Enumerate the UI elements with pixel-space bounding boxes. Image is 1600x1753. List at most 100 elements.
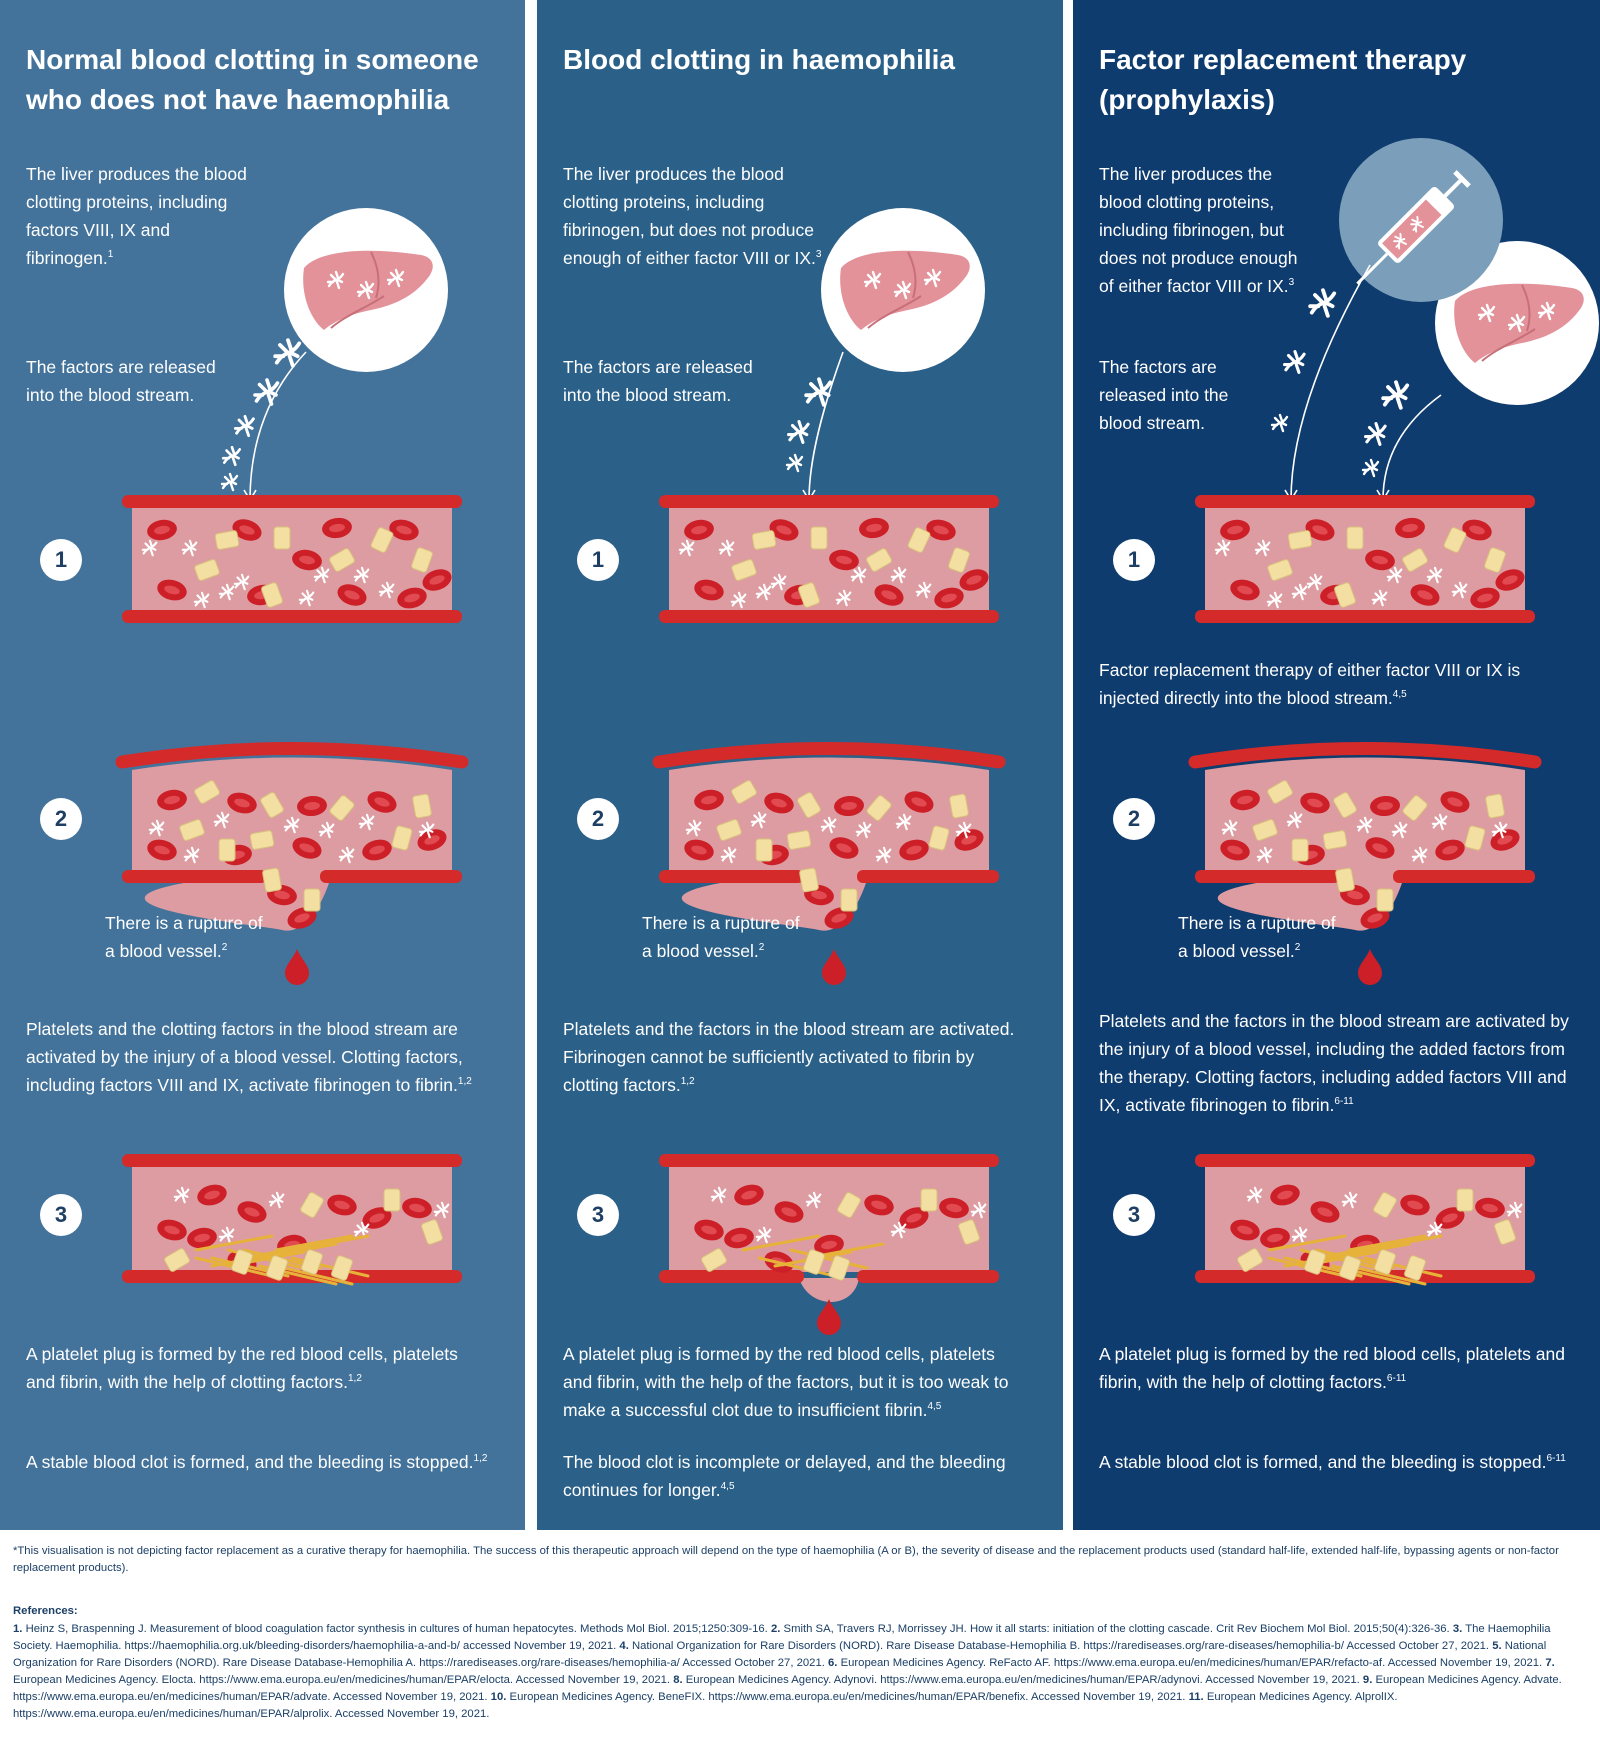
ref-text: European Medicines Agency. AlprolIX. htt… [13,1691,1398,1720]
rupture-text: There is a rupture of a blood vessel.2 [642,913,800,961]
platelet-icon [194,559,220,581]
clotting-factor-icon [923,268,942,288]
red-blood-cell-icon [824,907,854,929]
clotting-factor-icon [1356,816,1373,834]
red-blood-cell-icon [1365,837,1395,859]
clotting-factor-icon [1254,539,1271,557]
step-3-badge: 3 [1113,1194,1155,1236]
red-blood-cell-icon [1440,791,1470,813]
clotting-factor-icon [1506,1201,1523,1219]
platelet-icon [1333,792,1357,818]
clotting-factor-icon [915,581,932,599]
red-blood-cell-icon [734,1184,764,1206]
blood-drop-icon [285,949,309,985]
vessel-wall-bottom-left [659,870,804,883]
clotting-factor-icon [1431,813,1448,831]
clotting-factor-icon [804,377,833,407]
clotting-factor-icon [875,846,892,864]
clotting-factor-icon [1507,313,1526,333]
red-blood-cell-icon [1230,1219,1260,1241]
clotting-factor-icon [850,566,867,584]
red-blood-cell-icon [904,791,934,813]
clotting-factor-icon [433,1201,450,1219]
platelet-icon [716,819,742,841]
platelet-icon [731,559,757,581]
red-blood-cell-icon [1410,584,1440,606]
release-arrow [1290,264,1371,501]
ref-text: European Medicines Agency. ReFacto AF. h… [840,1657,1543,1669]
fibrin-strand-icon [1347,1234,1427,1252]
platelet-icon [273,526,291,550]
clotting-factor-icon [213,811,230,829]
red-blood-cell-icon [1395,517,1425,539]
ref-number: 9. [1362,1674,1373,1686]
red-blood-cell-icon [1360,907,1390,929]
red-blood-cell-icon [1270,1184,1300,1206]
platelet-icon [1267,780,1293,804]
column-replacement-therapy: Factor replacement therapy (prophylaxis)… [1073,0,1600,1530]
clotting-factor-icon [181,539,198,557]
clotting-factor-icon [895,813,912,831]
release-text: The factors are released into the blood … [1099,357,1229,433]
red-blood-cell-icon [1310,1201,1340,1223]
release-arrow [808,351,844,501]
vessel-wall-top [122,495,462,508]
column-title: Normal blood clotting in someone who doe… [26,44,479,115]
rupture-text: There is a rupture of a blood vessel.2 [105,913,263,961]
red-blood-cell-icon [1300,792,1330,814]
platelet-icon [949,793,969,819]
red-blood-cell-icon [417,829,447,851]
step-1-badge: 1 [40,539,82,581]
clotting-factor-icon [685,819,702,837]
clotting-factor-icon [678,539,695,557]
platelet-icon [1252,819,1278,841]
release-arrow [249,351,307,501]
clotting-factor-icon [890,566,907,584]
platelet-icon [920,1188,938,1212]
red-blood-cell-icon [327,1194,357,1216]
clotting-factor-icon [356,280,375,300]
platelet-icon [1404,1255,1426,1281]
clotting-factor-icon [193,591,210,609]
column-illustration [115,208,469,1286]
outcome-text: The blood clot is incomplete or delayed,… [563,1452,1006,1500]
platelet-icon [1287,530,1313,550]
clotting-factor-icon [1410,215,1424,233]
clotting-factor-icon [755,583,772,601]
platelet-icon [907,527,931,553]
plug-text: A platelet plug is formed by the red blo… [1099,1344,1565,1392]
platelet-icon [218,838,236,862]
red-blood-cell-icon [769,519,799,541]
platelet-icon [1456,1188,1474,1212]
red-blood-cell-icon [402,1197,432,1219]
platelet-icon [1376,888,1394,912]
vessel-wall-bottom [122,610,462,623]
column-haemophilia: Blood clotting in haemophilia The liver … [537,0,1063,1530]
vessel-wall-bottom [1195,1270,1535,1283]
clotting-factor-icon [183,846,200,864]
vessel-wall-top [115,742,469,769]
clotting-factor-icon [1361,458,1380,478]
clotting-factor-icon [1291,1226,1308,1244]
red-blood-cell-icon [1435,839,1465,861]
clotting-factor-icon [173,1186,190,1204]
platelet-icon [164,1248,190,1272]
therapy-text: Factor replacement therapy of either fac… [1099,660,1521,708]
clotting-factor-icon [970,1201,987,1219]
platelet-icon [262,867,282,893]
red-blood-cell-icon [297,795,327,817]
clotting-factor-icon [718,539,735,557]
platelet-icon [421,1219,443,1245]
red-blood-cell-icon [1400,1194,1430,1216]
platelet-icon [958,1219,980,1245]
clotting-factor-icon [148,819,165,837]
step-2-badge: 2 [40,798,82,840]
ref-text: European Medicines Agency. Elocta. https… [13,1674,671,1686]
fibrin-strand-icon [757,1256,837,1278]
platelet-icon [303,888,321,912]
vessel-wall-bottom-left [1195,870,1340,883]
release-text: The factors are released into the blood … [26,357,216,405]
leaking-blood [799,1278,859,1302]
clotting-factor-icon [863,270,882,290]
clotting-factor-icon [221,445,242,467]
